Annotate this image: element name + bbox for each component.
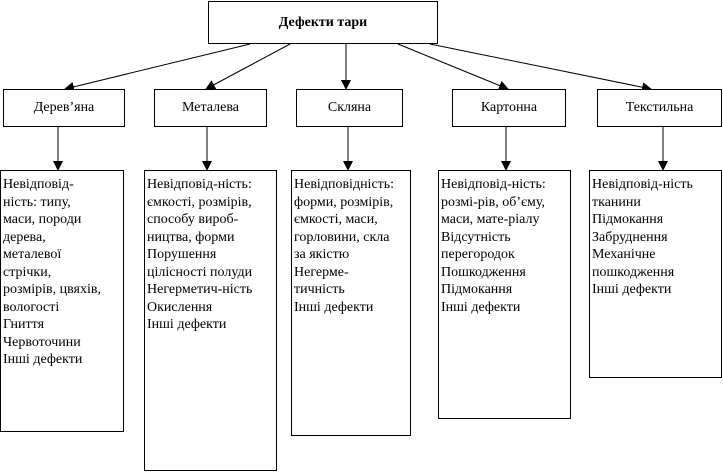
list-item: Порушення bbox=[147, 247, 217, 262]
list-item: тканини bbox=[592, 194, 641, 210]
list-item: Інші дефекти bbox=[441, 299, 521, 315]
arrow-title-to-textile bbox=[429, 43, 652, 93]
list-item: Невідповід- bbox=[3, 177, 74, 192]
list-item: Червоточини bbox=[3, 334, 81, 350]
arrow-title-to-cardboard bbox=[397, 43, 509, 91]
list-item: Невідповідність: bbox=[294, 177, 395, 192]
list-item: Підмокання bbox=[441, 282, 513, 297]
list-item: Невідповід-ність: bbox=[441, 177, 546, 192]
list-item: Негерме- bbox=[294, 264, 349, 280]
list-item: Гниття bbox=[3, 317, 45, 332]
list-item: ництва, форми bbox=[147, 229, 235, 245]
list-item: вологості bbox=[3, 299, 60, 315]
list-item: Невідповід-ність bbox=[592, 177, 693, 192]
list-item: розмі-рів, об’єму, bbox=[441, 194, 545, 210]
category-wooden: Дерев’яна bbox=[3, 89, 125, 127]
list-item: маси, мате-ріалу bbox=[441, 212, 540, 227]
list-glass: Невідповідність: форми, розмірів, ємкост… bbox=[291, 170, 411, 436]
category-glass: Скляна bbox=[296, 89, 403, 127]
list-item: стрічки, bbox=[3, 264, 52, 280]
list-item: горловини, скла bbox=[294, 229, 390, 245]
list-item: Пошкодження bbox=[441, 264, 526, 280]
list-item: ність: типу, bbox=[3, 194, 71, 210]
list-item: форми, розмірів, bbox=[294, 194, 394, 210]
arrow-title-to-metal bbox=[205, 43, 291, 90]
list-item: перегородок bbox=[441, 247, 515, 262]
list-item: Невідповід-ність: bbox=[147, 177, 252, 192]
list-item: маси, породи bbox=[3, 212, 82, 227]
list-item: Інші дефекти bbox=[3, 352, 83, 367]
category-metal: Металева bbox=[154, 89, 267, 127]
list-item: Механічне bbox=[592, 247, 656, 262]
list-item: Окислення bbox=[147, 299, 213, 315]
list-item: тичність bbox=[294, 282, 345, 297]
list-item: Негерметич-ність bbox=[147, 282, 253, 297]
list-item: Інші дефекти bbox=[592, 282, 672, 297]
list-item: Забруднення bbox=[592, 229, 668, 245]
list-item: Інші дефекти bbox=[147, 317, 227, 332]
list-item: ємкості, маси, bbox=[294, 212, 378, 227]
list-cardboard: Невідповід-ність: розмі-рів, об’єму, мас… bbox=[438, 170, 571, 419]
list-wooden: Невідповід- ність: типу, маси, породи де… bbox=[0, 170, 124, 432]
category-textile: Текстильна bbox=[597, 89, 722, 127]
list-item: розмірів, цвяхів, bbox=[3, 282, 101, 297]
list-item: Інші дефекти bbox=[294, 299, 374, 315]
category-cardboard: Картонна bbox=[452, 89, 566, 127]
list-item: металевої bbox=[3, 247, 62, 262]
list-item: цілісності полуди bbox=[147, 264, 253, 280]
list-item: дерева, bbox=[3, 229, 46, 245]
arrow-title-to-wooden bbox=[64, 43, 251, 92]
list-metal: Невідповід-ність: ємкості, розмірів, спо… bbox=[144, 170, 277, 471]
list-item: Відсутність bbox=[441, 229, 511, 245]
list-item: способу вироб- bbox=[147, 212, 239, 227]
list-item: Підмокання bbox=[592, 212, 664, 227]
list-item: ємкості, розмірів, bbox=[147, 194, 252, 210]
list-item: пошкодження bbox=[592, 264, 675, 280]
list-item: за якістю bbox=[294, 247, 350, 262]
list-textile: Невідповід-ність тканини Підмокання Забр… bbox=[589, 170, 722, 378]
diagram-title: Дефекти тари bbox=[208, 1, 438, 44]
